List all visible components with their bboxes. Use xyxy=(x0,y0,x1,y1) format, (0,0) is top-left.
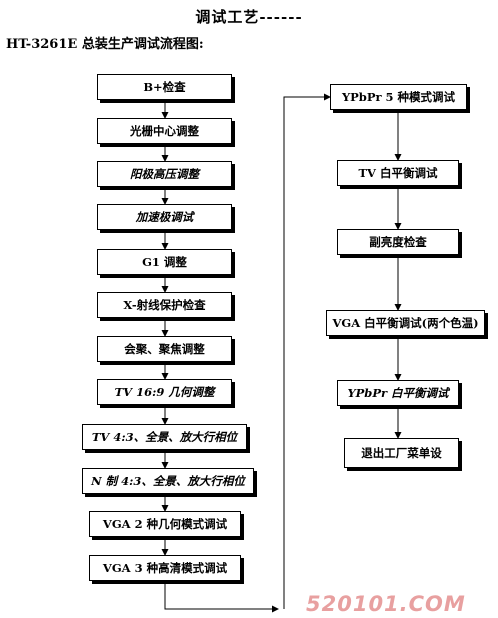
step-tv-16-9-geometry-adjust: TV 16:9 几何调整 xyxy=(97,379,232,405)
connector-left-to-right-top xyxy=(283,93,331,609)
step-n-system-4-3-phase: N 制 4:3、全景、放大行相位 xyxy=(82,468,254,494)
step-b-plus-check: B+检查 xyxy=(97,74,232,100)
watermark: 520101.COM xyxy=(306,592,466,616)
diagram-subtitle: HT-3261E 总装生产调试流程图: xyxy=(6,37,204,52)
step-tv-white-balance: TV 白平衡调试 xyxy=(337,160,459,186)
step-vga-2-geometry-modes: VGA 2 种几何模式调试 xyxy=(89,511,241,537)
step-exit-factory-menu: 退出工厂菜单设 xyxy=(344,438,459,468)
step-g1-adjust: G1 调整 xyxy=(97,249,232,275)
step-tv-4-3-phase: TV 4:3、全景、放大行相位 xyxy=(82,424,247,450)
step-vga-3-hd-modes: VGA 3 种高清模式调试 xyxy=(89,555,241,581)
step-vga-white-balance-two-temps: VGA 白平衡调试(两个色温) xyxy=(326,310,485,336)
step-anode-high-voltage-adjust: 阳极高压调整 xyxy=(97,161,232,187)
step-sub-brightness-check: 副亮度检查 xyxy=(337,229,459,255)
step-accelerating-electrode-debug: 加速极调试 xyxy=(97,204,232,230)
step-convergence-focus-adjust: 会聚、聚焦调整 xyxy=(97,336,232,362)
page-title: 调试工艺------ xyxy=(195,8,303,26)
step-x-ray-protection-check: X-射线保护检查 xyxy=(97,292,232,318)
step-ypbpr-5-modes: YPbPr 5 种模式调试 xyxy=(330,84,467,110)
step-raster-center-adjust: 光栅中心调整 xyxy=(97,118,232,144)
connector-left-to-right-bottom xyxy=(164,581,279,613)
step-ypbpr-white-balance: YPbPr 白平衡调试 xyxy=(337,380,459,406)
